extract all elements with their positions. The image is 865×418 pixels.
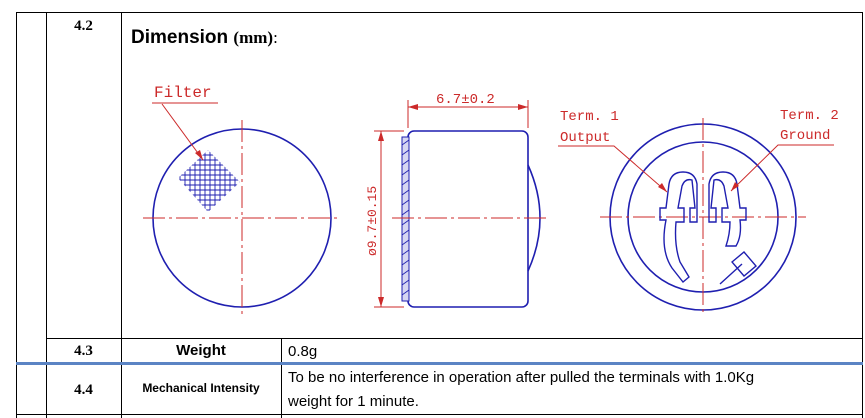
row-number-4-2: 4.2 (74, 18, 93, 34)
table-border-top (16, 12, 863, 13)
rear-view: Term. 1 Output Term. 2 Ground (558, 108, 839, 316)
diameter-arrow-top (378, 131, 384, 141)
front-view: Filter (143, 84, 340, 318)
dimension-heading: Dimension (mm): (131, 27, 278, 49)
mechanical-intensity-line1: To be no interference in operation after… (288, 369, 755, 386)
row-divider-1 (46, 338, 863, 339)
filter-leader-arrow (161, 103, 204, 161)
value-column-divider-row3 (281, 339, 282, 364)
diameter-dimension-label: ø9.7±0.15 (365, 186, 380, 256)
filter-mesh (178, 150, 240, 212)
term2-leader (730, 144, 834, 192)
width-arrow-left (408, 104, 418, 110)
row-number-4-3: 4.3 (74, 343, 93, 359)
ground-tab (731, 251, 757, 277)
terminal-2-pad (708, 171, 747, 247)
side-view: 6.7±0.2 ø9.7±0.15 (365, 92, 550, 308)
dimension-title: Dimension (131, 27, 229, 48)
weight-value: 0.8g (288, 343, 318, 360)
term2-arrowhead (731, 182, 739, 191)
term1-name: Output (560, 130, 610, 146)
content-column-divider (121, 12, 122, 418)
table-border-left (16, 12, 17, 418)
terminal-1-pad (659, 171, 698, 283)
dimension-colon: : (273, 28, 278, 47)
side-view-body (407, 130, 529, 308)
side-view-knurl (401, 139, 410, 296)
dimension-unit: (mm) (233, 28, 274, 47)
diameter-arrow-bottom (378, 297, 384, 307)
term2-name: Ground (780, 128, 830, 144)
filter-label: Filter (154, 84, 212, 102)
term1-label: Term. 1 (560, 109, 619, 125)
value-column-divider-row4 (281, 365, 282, 418)
weight-label: Weight (176, 342, 226, 359)
row-separator-bar (16, 362, 863, 365)
term1-arrowhead (658, 183, 667, 192)
table-border-right (862, 12, 863, 418)
term2-label: Term. 2 (780, 108, 839, 124)
row-number-4-4: 4.4 (74, 382, 93, 398)
table-border-bottom (16, 414, 863, 415)
mechanical-intensity-label: Mechanical Intensity (142, 381, 260, 395)
width-arrow-right (518, 104, 528, 110)
number-column-divider (46, 12, 47, 418)
filter-arrowhead (195, 150, 203, 160)
ground-tab-slot (719, 263, 743, 285)
side-view-filter-face (401, 136, 410, 302)
term1-leader (558, 145, 668, 193)
width-dimension-label: 6.7±0.2 (436, 92, 495, 108)
mechanical-intensity-line2: weight for 1 minute. (288, 393, 419, 410)
